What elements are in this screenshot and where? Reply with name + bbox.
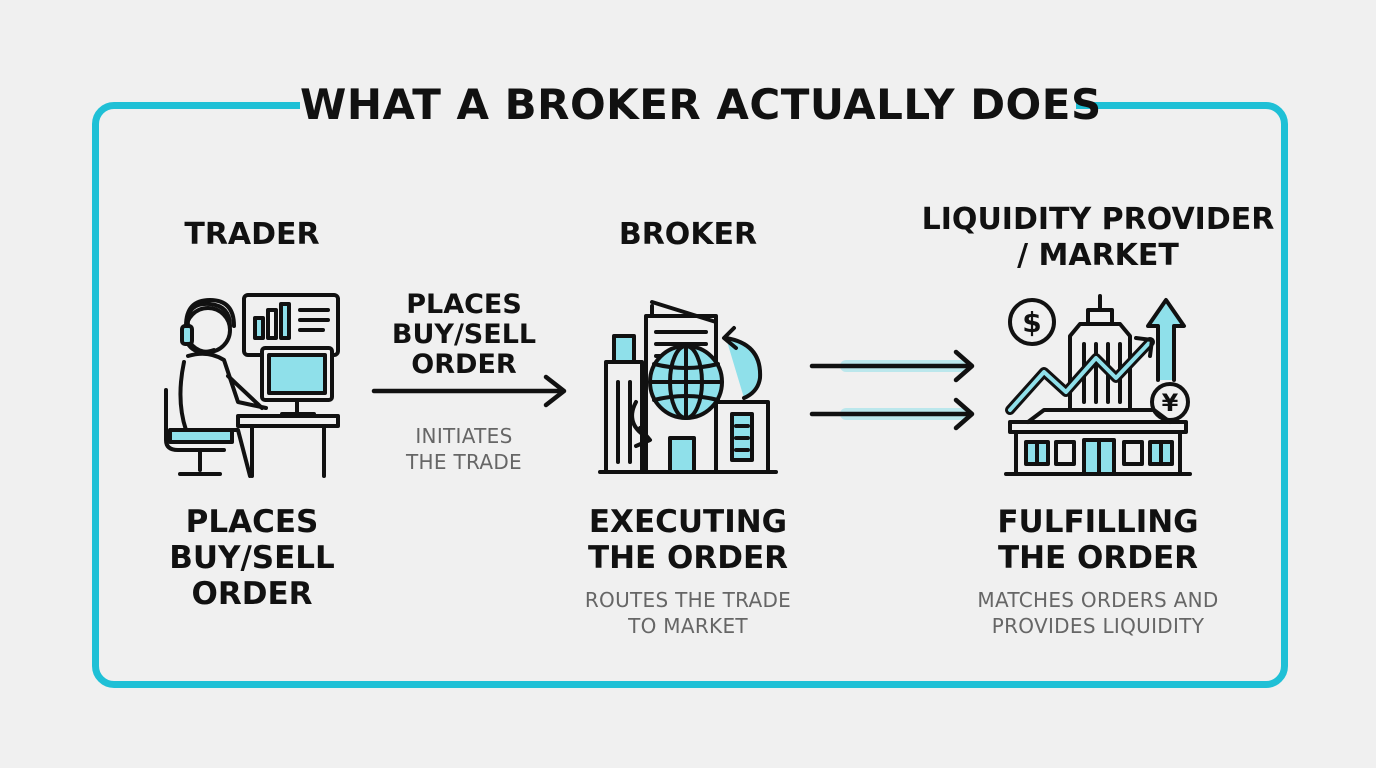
market-action-line-2: THE ORDER [997,540,1199,576]
broker-sub-line-2: TO MARKET [628,614,748,638]
double-arrow-right-icon [809,349,975,431]
arrow-1-sub-line-1: INITIATES [415,424,513,448]
arrow-1-label-line-3: ORDER [411,349,517,380]
broker-building-globe-icon [598,300,778,474]
market-sub-line-2: PROVIDES LIQUIDITY [991,614,1205,638]
market-sub-line-1: MATCHES ORDERS AND [977,588,1219,612]
broker-label: BROKER [618,217,758,252]
broker-action-line-1: EXECUTING [588,504,788,540]
market-label: LIQUIDITY PROVIDER / MARKET [920,202,1276,274]
svg-text:¥: ¥ [1162,389,1179,417]
market-label-line-2: / MARKET [1017,238,1179,273]
trader-action: PLACES BUY/SELL ORDER [152,504,352,612]
broker-action-line-2: THE ORDER [587,540,789,576]
trader-at-desk-icon [164,293,340,478]
arrow-right-icon [371,374,567,408]
broker-sub-line-1: ROUTES THE TRADE [584,588,792,612]
market-action: FULFILLING THE ORDER [970,504,1226,576]
svg-text:$: $ [1022,306,1041,339]
market-action-line-1: FULFILLING [997,504,1199,540]
arrow-1-sub-line-2: THE TRADE [406,450,522,474]
trader-action-line-3: ORDER [191,576,313,612]
broker-sub: ROUTES THE TRADE TO MARKET [548,587,828,639]
arrow-1-label-line-2: BUY/SELL [391,319,537,350]
arrow-1-sub: INITIATES THE TRADE [374,423,554,475]
diagram-title: WHAT A BROKER ACTUALLY DOES [300,70,1101,140]
trader-action-line-1: PLACES [185,504,319,540]
trader-label: TRADER [184,217,320,252]
market-label-line-1: LIQUIDITY PROVIDER [921,202,1275,237]
broker-action: EXECUTING THE ORDER [560,504,816,576]
market-exchange-icon: $ ¥ [1004,294,1192,476]
market-sub: MATCHES ORDERS AND PROVIDES LIQUIDITY [950,587,1246,639]
arrow-1-label: PLACES BUY/SELL ORDER [374,290,554,380]
trader-action-line-2: BUY/SELL [169,540,335,576]
arrow-1-label-line-1: PLACES [406,289,522,320]
